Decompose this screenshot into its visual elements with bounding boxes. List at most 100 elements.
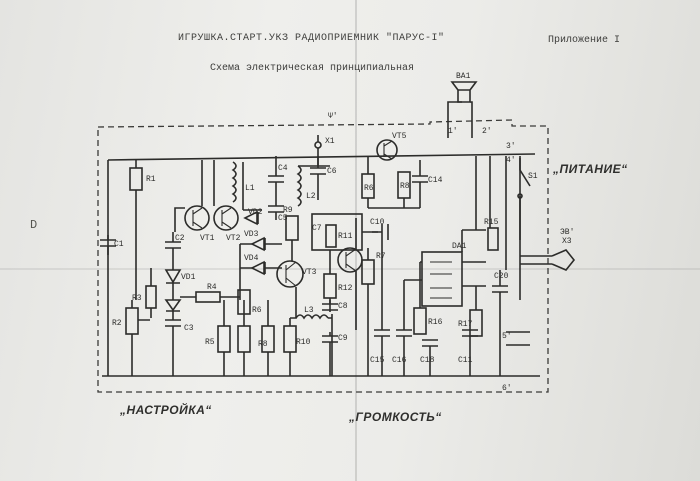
resistor-r11 <box>325 224 337 248</box>
label-r12: R12 <box>338 284 353 293</box>
label-s1: S1 <box>528 172 538 181</box>
label-r8: R8 <box>258 340 268 349</box>
label-vd3: VD3 <box>244 230 259 239</box>
label-r4: R4 <box>207 283 217 292</box>
transistor-vt2 <box>213 205 239 231</box>
resistor-r10 <box>283 325 297 353</box>
inductor-l3 <box>295 314 329 320</box>
transistor-vt4 <box>337 247 363 273</box>
paper-fold-horizontal <box>0 268 700 270</box>
label-c18: C18 <box>420 356 435 365</box>
label-c5: C5 <box>278 214 288 223</box>
label-c7: C7 <box>312 224 322 233</box>
top-rail <box>107 153 536 161</box>
resistor-r4 <box>195 291 221 303</box>
document-title: ИГРУШКА.СТАРТ.УКЗ РАДИОПРИЕМНИК "ПАРУС-I… <box>178 33 445 44</box>
label-r9: R9 <box>283 206 293 215</box>
label-r10: R10 <box>296 338 311 347</box>
label-pin2: 2' <box>482 127 492 136</box>
resistor-r16 <box>413 307 427 335</box>
inductor-l1 <box>231 161 237 203</box>
label-c16: C16 <box>392 356 407 365</box>
label-r3: R3 <box>132 294 142 303</box>
ic-da1 <box>421 251 463 307</box>
label-c15: C15 <box>370 356 385 365</box>
label-r7-left: R7 <box>376 252 386 261</box>
label-c4: C4 <box>278 164 288 173</box>
document-subtitle: Схема электрическая принципиальная <box>210 63 415 74</box>
label-c14: C14 <box>428 176 443 185</box>
caption-volume: „ГРОМКОСТЬ“ <box>349 410 442 424</box>
c1-wire <box>100 235 116 255</box>
resistor-r7 <box>361 259 375 285</box>
label-pin3: 3' <box>506 142 516 151</box>
label-vt2: VT2 <box>226 234 241 243</box>
resistor-r1 <box>129 167 143 191</box>
label-da1: DA1 <box>452 242 467 251</box>
label-l2: L2 <box>306 192 316 201</box>
resistor-r2b <box>237 325 251 353</box>
enclosure-frame <box>97 119 549 393</box>
resistor-r12 <box>323 273 337 299</box>
label-vd2: VD2 <box>248 208 263 217</box>
label-l3: L3 <box>304 306 314 315</box>
transistor-vt1 <box>184 205 210 231</box>
diode-vd3 <box>250 236 266 252</box>
label-c9: C9 <box>338 334 348 343</box>
label-pin1: 1' <box>448 127 458 136</box>
diode-vd4 <box>250 260 266 276</box>
label-vt3: VT3 <box>302 268 317 277</box>
side-mark: D <box>30 218 38 232</box>
label-vd1: VD1 <box>181 273 196 282</box>
label-c3: C3 <box>184 324 194 333</box>
label-r8-upper: R8 <box>400 182 410 191</box>
label-r17: R17 <box>458 320 473 329</box>
resistor-r6 <box>237 289 251 315</box>
label-r15: R15 <box>484 218 499 227</box>
speaker-ba1 <box>450 81 478 103</box>
transistor-vt5 <box>376 139 398 161</box>
label-l1: L1 <box>245 184 255 193</box>
label-pin5: 5' <box>502 332 512 341</box>
caption-tuning: „НАСТРОЙКА“ <box>120 403 212 417</box>
label-c20: C20 <box>494 272 509 281</box>
label-x1: X1 <box>325 137 335 146</box>
label-pin6: 6' <box>502 384 512 393</box>
resistor-r3 <box>145 285 157 309</box>
label-ext-power: ЭВ' <box>560 228 574 237</box>
label-r6: R6 <box>252 306 262 315</box>
resistor-r9 <box>285 215 299 241</box>
label-r2: R2 <box>112 319 122 328</box>
appendix-label: Приложение I <box>548 35 621 46</box>
label-r6-upper: R6 <box>364 184 374 193</box>
transistor-vt3 <box>276 260 304 288</box>
inductor-l2 <box>296 165 302 207</box>
label-c11: C11 <box>458 356 473 365</box>
label-vt5: VT5 <box>392 132 407 141</box>
resistor-r5 <box>217 325 231 353</box>
diode-vd2 <box>243 210 259 226</box>
connector-x1 <box>314 141 322 149</box>
label-ba1: BA1 <box>456 72 471 81</box>
label-pin4: 4' <box>506 156 516 165</box>
label-c1: C1 <box>114 240 124 249</box>
label-r1: R1 <box>146 175 156 184</box>
resistor-r15 <box>487 227 499 251</box>
label-r16: R16 <box>428 318 443 327</box>
label-r5: R5 <box>205 338 215 347</box>
label-r11: R11 <box>338 232 353 241</box>
switch-s1 <box>519 158 531 240</box>
label-c2: C2 <box>175 234 185 243</box>
resistor-r2 <box>125 307 139 335</box>
label-c6: C6 <box>327 167 337 176</box>
label-x3: X3 <box>562 237 572 246</box>
label-antenna: Ψ' <box>328 112 338 121</box>
label-vd4: VD4 <box>244 254 259 263</box>
diode-vd1 <box>164 255 182 300</box>
label-vt1: VT1 <box>200 234 215 243</box>
connector-x3 <box>520 249 576 271</box>
caption-power: „ПИТАНИЕ“ <box>553 162 628 176</box>
label-c8: C8 <box>338 302 348 311</box>
